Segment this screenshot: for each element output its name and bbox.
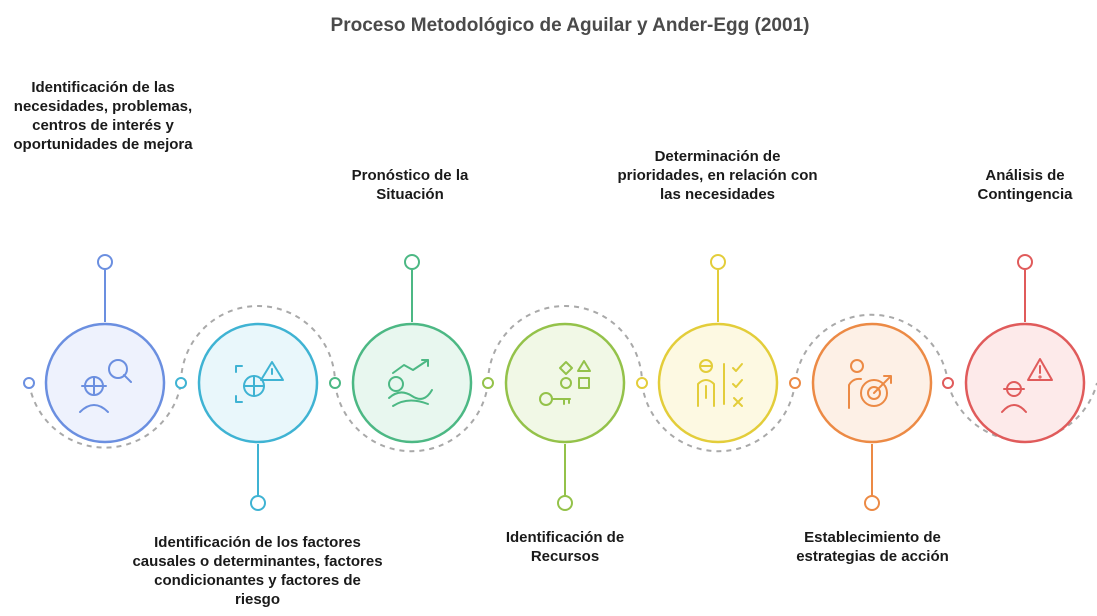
person-target-icon xyxy=(848,359,892,409)
forecast-trend-icon xyxy=(388,359,433,407)
person-alert-icon xyxy=(1001,358,1053,413)
globe-warning-icon xyxy=(235,361,284,403)
step-1-label: Identificación de las necesidades, probl… xyxy=(13,79,193,153)
step-6-node xyxy=(789,322,933,511)
step-6-label: Establecimiento de estrategias de acción xyxy=(796,529,949,565)
step-3-label: Pronóstico de la Situación xyxy=(351,167,469,203)
step-3-node xyxy=(329,254,473,444)
step-1-node xyxy=(23,254,166,444)
person-checklist-icon xyxy=(697,359,743,407)
step-4-label: Identificación de Recursos xyxy=(505,529,625,565)
person-search-icon xyxy=(79,359,132,413)
step-7-label: Análisis de Contingencia xyxy=(977,167,1073,203)
step-4-node xyxy=(482,322,626,511)
step-5-label: Determinación de prioridades, en relació… xyxy=(617,148,818,203)
step-7-node xyxy=(942,254,1086,444)
diagram-title: Proceso Metodológico de Aguilar y Ander-… xyxy=(330,15,810,36)
step-2-node xyxy=(175,322,319,511)
step-5-node xyxy=(636,254,779,444)
step-2-label: Identificación de los factores causales … xyxy=(132,534,383,608)
key-shapes-icon xyxy=(539,360,591,406)
